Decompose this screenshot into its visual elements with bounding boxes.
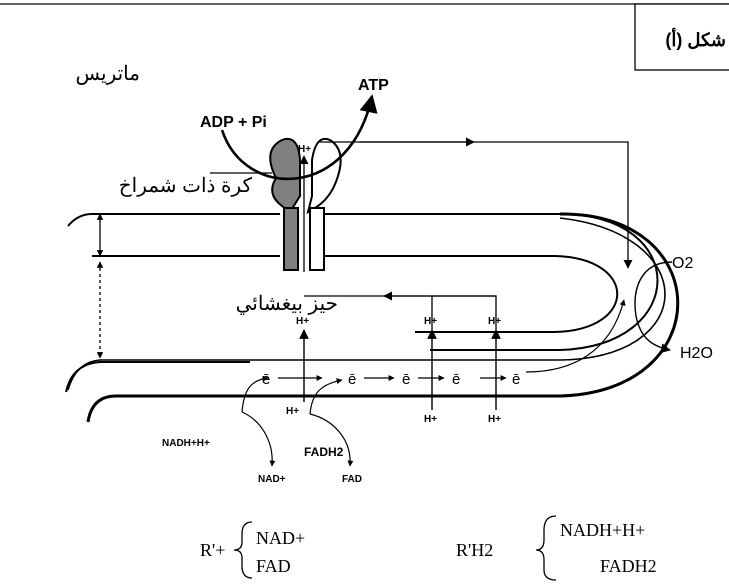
figure-label-box: شكل (أ) bbox=[634, 3, 729, 71]
oxidized-symbol: R'+ bbox=[200, 540, 225, 560]
electron-transport: ē ē ē ē ē bbox=[262, 371, 520, 388]
atp-label: ATP bbox=[358, 77, 389, 94]
upper-membrane-outer-left bbox=[67, 213, 280, 227]
atp-formation-arrow bbox=[220, 94, 378, 181]
proton-pumps bbox=[299, 329, 501, 410]
upper-membrane-inner-right bbox=[318, 255, 619, 333]
reduced-legend: R'H2 NADH+H+ FADH2 bbox=[456, 515, 657, 581]
matrix-label: ماتريس bbox=[76, 63, 140, 85]
inner-membrane bbox=[67, 213, 666, 391]
proton-flow bbox=[299, 137, 633, 338]
fad-label: FAD bbox=[342, 474, 362, 485]
lower-membrane-upper bbox=[67, 217, 666, 391]
oxidized-legend: R'+ NAD+ FAD bbox=[200, 521, 305, 579]
reduced-item-2: FADH2 bbox=[600, 556, 657, 576]
coenzyme-inputs bbox=[241, 375, 354, 467]
h-plus-pump-2: H+ bbox=[424, 316, 437, 327]
oxidized-item-1: NAD+ bbox=[256, 528, 305, 548]
atp-synthase-label: كرة ذات شمراخ bbox=[119, 175, 253, 197]
inner-membrane-lower-layers bbox=[65, 212, 680, 423]
h-plus-top: H+ bbox=[298, 144, 311, 155]
fadh2-label: FADH2 bbox=[304, 445, 344, 459]
reduced-symbol: R'H2 bbox=[456, 540, 493, 560]
electron-4: ē bbox=[452, 371, 460, 388]
h-plus-source-3: H+ bbox=[488, 414, 501, 425]
h-plus-pump-3: H+ bbox=[488, 316, 501, 327]
h-plus-source-1: H+ bbox=[286, 406, 299, 417]
oxygen-reduction-arrow bbox=[634, 261, 673, 354]
o2-label: O2 bbox=[672, 255, 693, 272]
oxidized-brace bbox=[233, 521, 253, 579]
h2o-label: H2O bbox=[680, 345, 713, 362]
nadh-label: NADH+H+ bbox=[162, 438, 210, 449]
reduced-brace bbox=[535, 515, 557, 581]
adp-label: ADP + Pi bbox=[200, 114, 267, 131]
oxidized-item-2: FAD bbox=[256, 556, 291, 576]
reduced-item-1: NADH+H+ bbox=[560, 520, 645, 540]
electron-1: ē bbox=[262, 371, 270, 388]
electron-3: ē bbox=[402, 371, 410, 388]
h-plus-pump-1: H+ bbox=[296, 316, 309, 327]
electron-arrows bbox=[278, 299, 626, 381]
upper-membrane-outer-right bbox=[318, 213, 659, 351]
h-plus-source-2: H+ bbox=[424, 414, 437, 425]
nad-label: NAD+ bbox=[258, 474, 286, 485]
electron-2: ē bbox=[348, 371, 356, 388]
atp-synthase bbox=[269, 138, 342, 271]
electron-5: ē bbox=[512, 371, 520, 388]
intermembrane-space-label: حيز بيغشائي bbox=[236, 293, 338, 315]
figure-label: شكل (أ) bbox=[665, 28, 726, 50]
